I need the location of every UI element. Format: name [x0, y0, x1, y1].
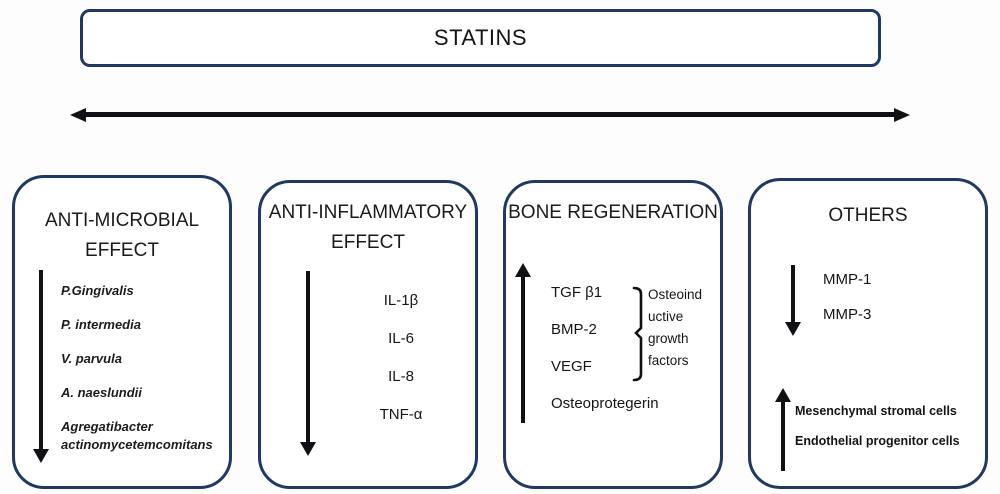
- list-item: MMP-1: [823, 271, 872, 288]
- list-item: P. intermedia: [61, 317, 141, 332]
- microbial-targets-list: P.Gingivalis P. intermedia V. parvula A.…: [61, 282, 241, 454]
- box-title: OTHERS: [828, 205, 908, 226]
- box-anti-microbial-effect: ANTI-MICROBIAL EFFECT P.Gingivalis P. in…: [12, 175, 232, 489]
- box-anti-inflammatory-effect: ANTI-INFLAMMATORY EFFECT IL-1β IL-6 IL-8…: [258, 180, 478, 489]
- bracket-label-line: factors: [648, 353, 689, 368]
- growth-factors-list: TGF β1 BMP-2 VEGF Osteoprotegerin: [551, 283, 721, 414]
- bracket-label: Osteoind uctive growth factors: [648, 284, 702, 372]
- list-item: Endothelial progenitor cells: [795, 434, 960, 448]
- double-headed-arrow-icon: [85, 112, 895, 117]
- list-item: TNF-α: [379, 406, 423, 423]
- box-title: ANTI-MICROBIAL EFFECT: [44, 210, 200, 261]
- list-item: TGF β1: [551, 284, 603, 301]
- list-item: BMP-2: [551, 321, 597, 338]
- list-item: IL-1β: [383, 292, 419, 309]
- up-arrow-icon: [781, 401, 785, 471]
- down-arrow-icon: [306, 271, 310, 443]
- list-item: VEGF: [551, 358, 592, 375]
- list-item: V. parvula: [61, 351, 122, 366]
- list-item: P.Gingivalis: [61, 283, 134, 298]
- up-arrow-icon: [521, 276, 525, 423]
- cytokines-list: IL-1β IL-6 IL-8 TNF-α: [331, 291, 471, 425]
- down-arrow-icon: [39, 270, 43, 450]
- bracket-label-line: growth: [648, 331, 689, 346]
- box-title: ANTI-INFLAMMATORY EFFECT: [268, 202, 468, 253]
- list-item: MMP-3: [823, 306, 872, 323]
- box-title: BONE REGENERATION: [508, 202, 718, 223]
- list-item: IL-8: [388, 368, 414, 385]
- box-others: OTHERS MMP-1 MMP-3 Mesenchymal stromal c…: [748, 178, 988, 489]
- bracket-label-line: Osteoind: [648, 287, 703, 302]
- bracket-icon: [632, 286, 643, 382]
- statins-title: STATINS: [433, 25, 528, 50]
- mmp-list: MMP-1 MMP-3: [823, 270, 943, 325]
- cells-list: Mesenchymal stromal cells Endothelial pr…: [795, 403, 985, 449]
- list-item: Osteoprotegerin: [551, 395, 659, 412]
- bracket-label-line: uctive: [648, 309, 684, 324]
- statins-header-box: STATINS: [80, 9, 881, 67]
- list-item: Mesenchymal stromal cells: [795, 404, 957, 418]
- list-item: A. naeslundii: [61, 385, 142, 400]
- list-item: IL-6: [388, 330, 414, 347]
- down-arrow-icon: [791, 265, 795, 323]
- list-item: Agregatibacter actinomycetemcomitans: [61, 419, 213, 452]
- box-bone-regeneration: BONE REGENERATION TGF β1 BMP-2 VEGF Oste…: [503, 180, 723, 489]
